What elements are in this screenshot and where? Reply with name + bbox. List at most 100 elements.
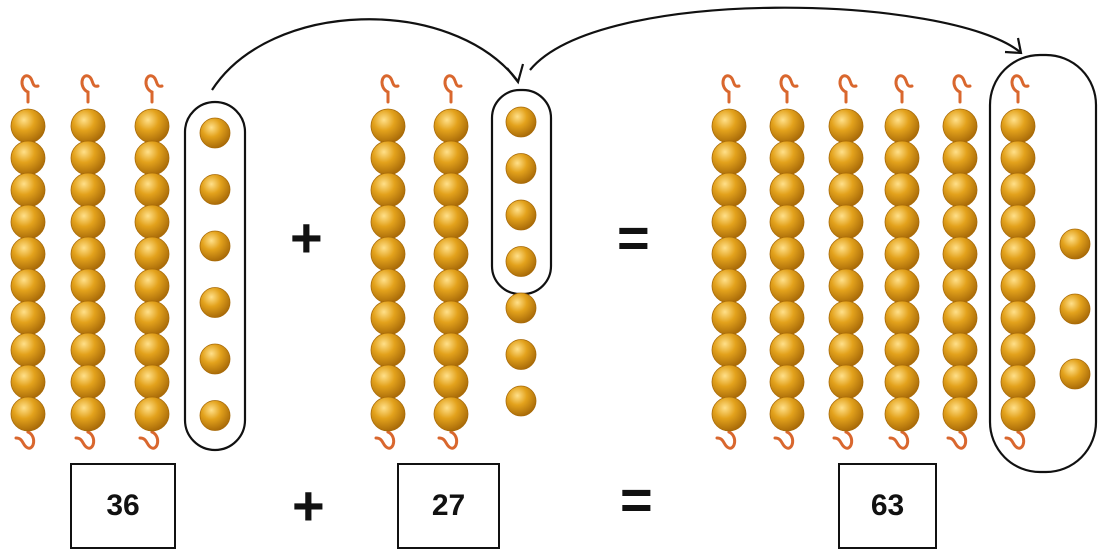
ten-bar-bead [433,332,469,368]
ten-bar [942,74,978,450]
ten-bar-bead [828,332,864,368]
unit-bead [199,287,231,318]
wire-bottom-hook [946,418,968,450]
ten-bar-bead [70,332,106,368]
ten-bar-bead [769,140,805,176]
unit-bead [505,199,537,231]
unit-beads-36 [199,117,231,431]
unit-bead [1059,293,1091,325]
unit-bead [505,246,537,277]
ten-bar-bead [70,268,106,304]
wire-bottom-hook [1004,418,1026,450]
equals-sign-top: = [617,206,650,269]
ten-bar-bead [1000,268,1036,304]
ten-bar-bead [70,108,106,144]
ten-bar-bead [711,300,747,336]
ten-bar-bead [769,172,805,208]
ten-bar-bead [769,268,805,304]
unit-bead [199,230,231,262]
ten-bar-bead [134,332,170,368]
ten-bar-bead [433,204,469,240]
ten-bar [828,74,864,450]
ten-bar-bead [134,268,170,304]
ten-bar-bead [711,236,747,272]
ten-bar-bead [942,140,978,176]
ten-bar-bead [70,364,106,400]
ten-bar-bead [433,236,469,272]
ten-bar-bead [1000,364,1036,400]
ten-bar-bead [1000,140,1036,176]
unit-beads-27 [505,106,537,417]
ten-bar-bead [884,332,920,368]
wire-top-loop [144,74,164,104]
ten-bar-bead [828,268,864,304]
ten-bar-bead [884,108,920,144]
ten-bar [70,74,106,450]
ten-bar-bead [433,268,469,304]
ten-bar-bead [370,364,406,400]
unit-bead [199,343,231,375]
ten-bar-bead [711,268,747,304]
ten-bar-bead [10,332,46,368]
wire-top-loop [838,74,858,104]
ten-bar-bead [134,236,170,272]
addend-box-36: 36 [70,463,176,549]
ten-bar-bead [828,108,864,144]
ten-bar-bead [433,300,469,336]
ten-bar-bead [1000,172,1036,208]
ten-bar-bead [942,268,978,304]
ten-bar-bead [370,108,406,144]
ten-bar-bead [884,204,920,240]
ten-bar-bead [70,396,106,432]
sum-box-63: 63 [838,463,937,549]
plus-sign-top: + [290,206,323,269]
wire-top-loop [80,74,100,104]
unit-bead [199,400,231,431]
ten-bar-bead [10,300,46,336]
ten-bar-bead [711,140,747,176]
exchange-arrow-right [529,6,1021,71]
exchange-arrow-left-head [506,63,525,85]
ten-bar-bead [370,300,406,336]
ten-bar-bead [884,172,920,208]
ten-bar [433,74,469,450]
ten-bar-bead [769,236,805,272]
ten-bar-bead [70,204,106,240]
new-ten-outline-63 [988,53,1098,474]
wire-top-loop [952,74,972,104]
ten-bar-bead [711,332,747,368]
ten-bar-bead [10,140,46,176]
ten-bar-bead [828,140,864,176]
ten-bar-bead [711,172,747,208]
ten-bar-bead [70,236,106,272]
ten-bar [769,74,805,450]
ten-bar-bead [370,140,406,176]
ten-bar [10,74,46,450]
ten-bar-bead [884,236,920,272]
ten-bar-bead [884,300,920,336]
ten-bar-bead [942,172,978,208]
ten-bar [711,74,747,450]
ten-bar-bead [769,332,805,368]
ten-bar-bead [1000,332,1036,368]
ten-bar-bead [769,108,805,144]
ten-bar-bead [1000,396,1036,432]
ten-bar-bead [769,364,805,400]
ten-bar-bead [134,364,170,400]
unit-bead [199,117,231,149]
ten-bar-bead [884,268,920,304]
ten-bar-bead [1000,204,1036,240]
ten-bar-bead [433,140,469,176]
ten-bar-bead [769,204,805,240]
ten-bar-bead [828,172,864,208]
ten-bar-bead [711,204,747,240]
ten-bar-bead [942,236,978,272]
ten-bar-bead [884,396,920,432]
addend-box-27: 27 [397,463,500,549]
wire-bottom-hook [138,418,160,450]
unit-bead [199,174,231,205]
ten-bar-bead [828,236,864,272]
ten-bar-bead [1000,236,1036,272]
ten-bar-bead [370,268,406,304]
ten-bar-bead [828,300,864,336]
